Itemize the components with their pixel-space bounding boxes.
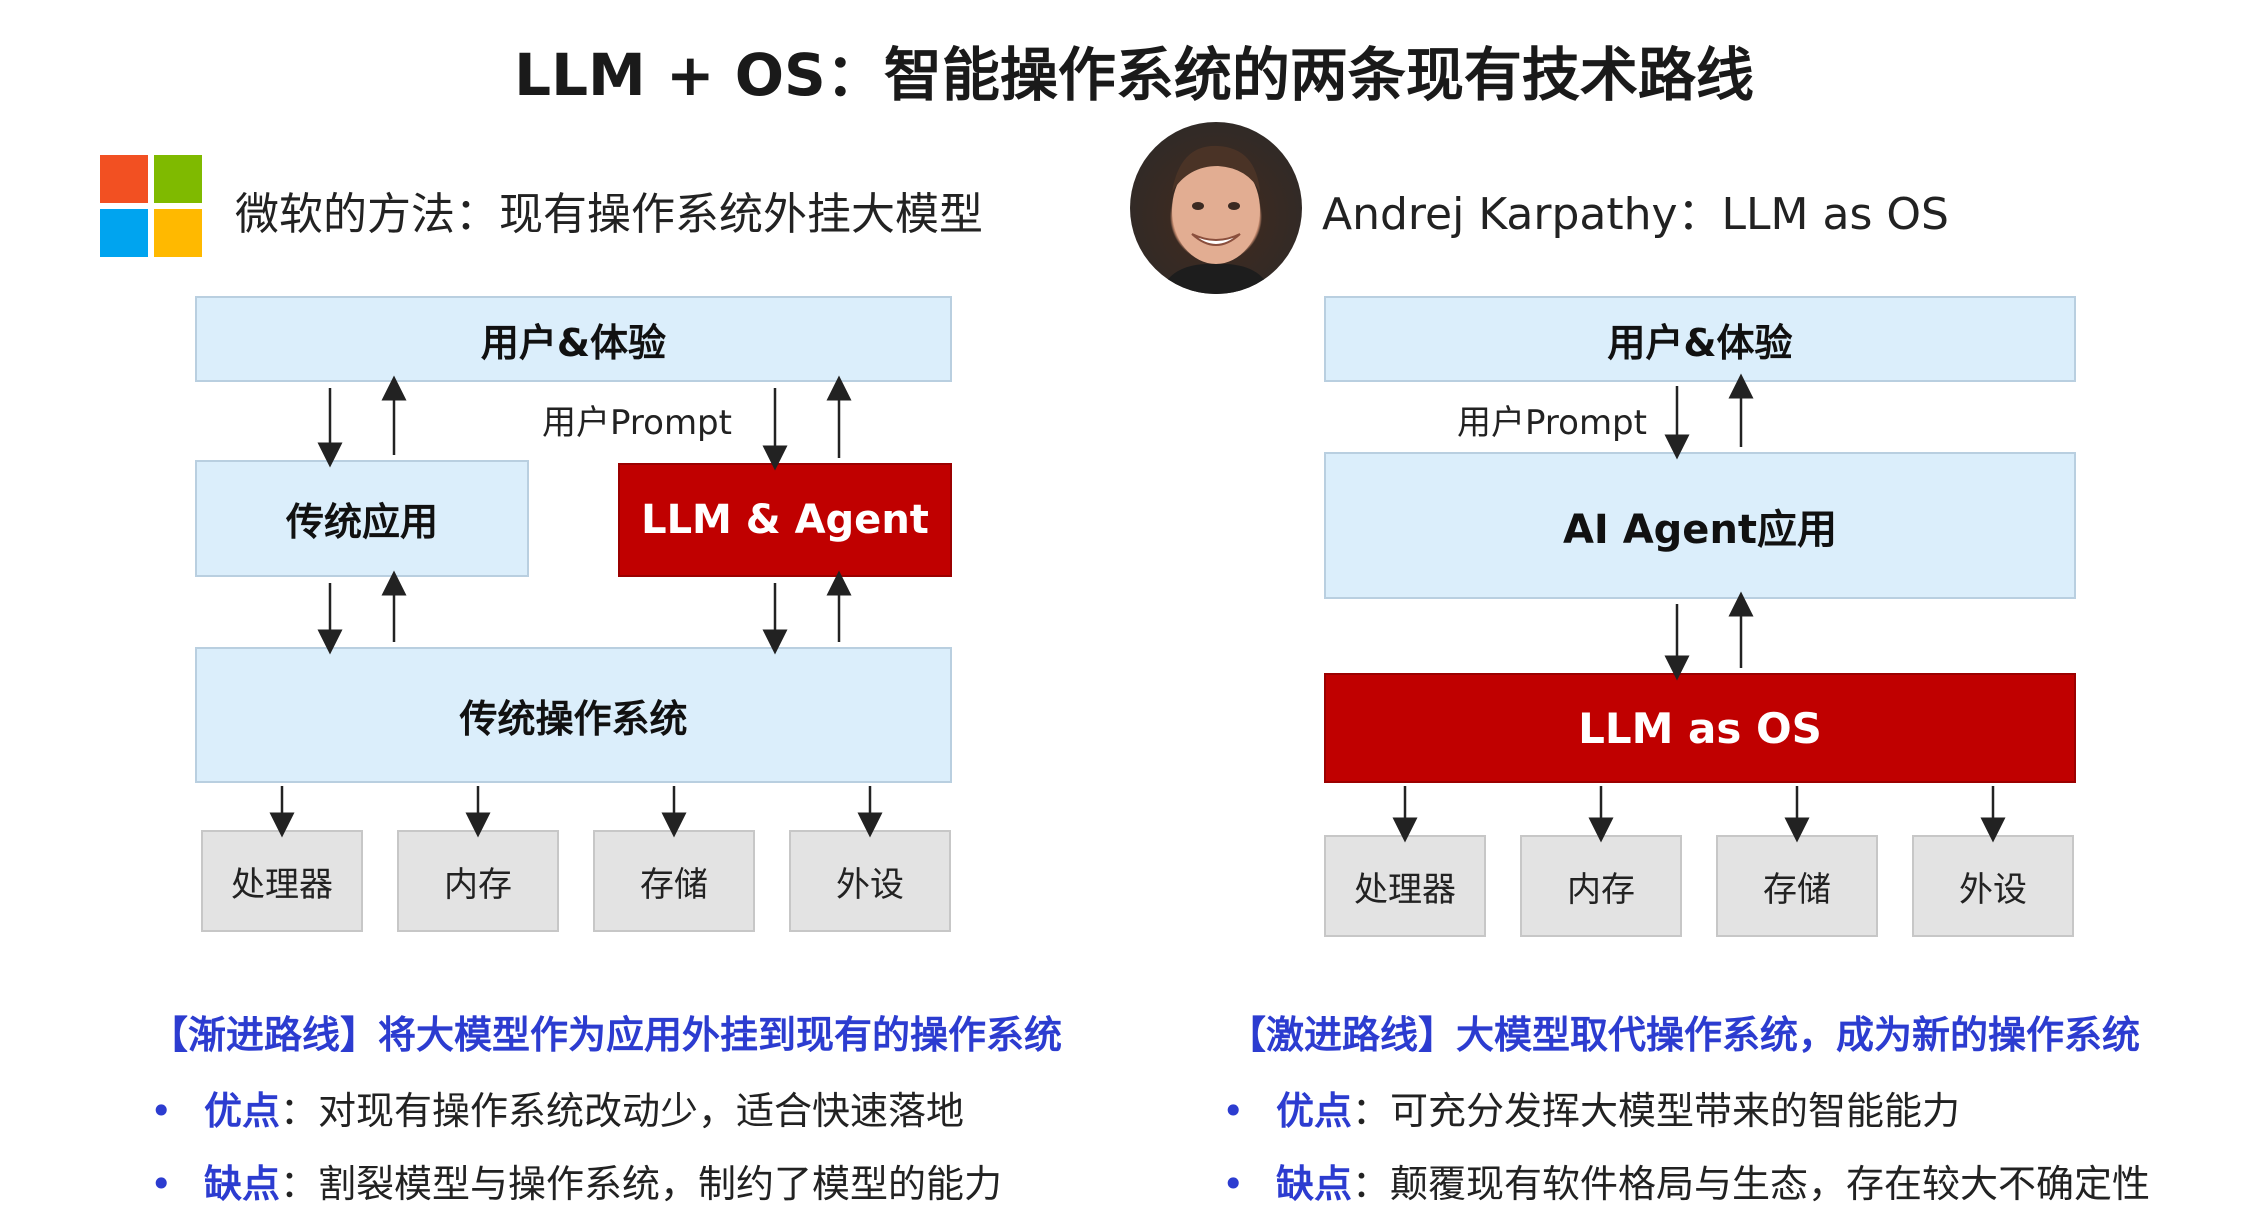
left-pros-bullet: •优点：对现有操作系统改动少，适合快速落地 <box>150 1089 965 1133</box>
right-hw-storage: 存储 <box>1716 835 1878 937</box>
page-title: LLM + OS：智能操作系统的两条现有技术路线 <box>514 41 1754 109</box>
right-llm-as-os-box: LLM as OS <box>1324 673 2076 783</box>
left-prompt-label: 用户Prompt <box>542 403 732 443</box>
left-traditional-os-box: 传统操作系统 <box>195 647 952 783</box>
left-hw-peripheral: 外设 <box>789 830 951 932</box>
left-heading: 微软的方法：现有操作系统外挂大模型 <box>235 189 983 240</box>
left-cons-key: 缺点 <box>204 1162 281 1206</box>
left-pros-key: 优点 <box>204 1089 281 1133</box>
right-cons-text: ：颠覆现有软件格局与生态，存在较大不确定性 <box>1352 1162 2151 1206</box>
right-prompt-label: 用户Prompt <box>1457 403 1647 443</box>
right-cons-bullet: •缺点：颠覆现有软件格局与生态，存在较大不确定性 <box>1222 1162 2151 1206</box>
right-pros-text: ：可充分发挥大模型带来的智能能力 <box>1352 1089 1961 1133</box>
left-hw-memory: 内存 <box>397 830 559 932</box>
left-user-experience-box: 用户&体验 <box>195 296 952 382</box>
left-cons-bullet: •缺点：割裂模型与操作系统，制约了模型的能力 <box>150 1162 1003 1206</box>
microsoft-logo-icon <box>100 155 202 257</box>
right-user-experience-box: 用户&体验 <box>1324 296 2076 382</box>
left-route-title: 【渐进路线】将大模型作为应用外挂到现有的操作系统 <box>150 1013 1063 1057</box>
right-route-title: 【激进路线】大模型取代操作系统，成为新的操作系统 <box>1228 1013 2141 1057</box>
right-heading: Andrej Karpathy：LLM as OS <box>1322 189 1949 240</box>
right-cons-key: 缺点 <box>1276 1162 1353 1206</box>
left-cons-text: ：割裂模型与操作系统，制约了模型的能力 <box>280 1162 1003 1206</box>
right-ai-agent-app-box: AI Agent应用 <box>1324 452 2076 599</box>
right-pros-bullet: •优点：可充分发挥大模型带来的智能能力 <box>1222 1089 1961 1133</box>
left-hw-processor: 处理器 <box>201 830 363 932</box>
right-pros-key: 优点 <box>1276 1089 1353 1133</box>
left-traditional-app-box: 传统应用 <box>195 460 529 577</box>
right-hw-processor: 处理器 <box>1324 835 1486 937</box>
karpathy-avatar <box>1130 122 1302 294</box>
left-pros-text: ：对现有操作系统改动少，适合快速落地 <box>280 1089 965 1133</box>
